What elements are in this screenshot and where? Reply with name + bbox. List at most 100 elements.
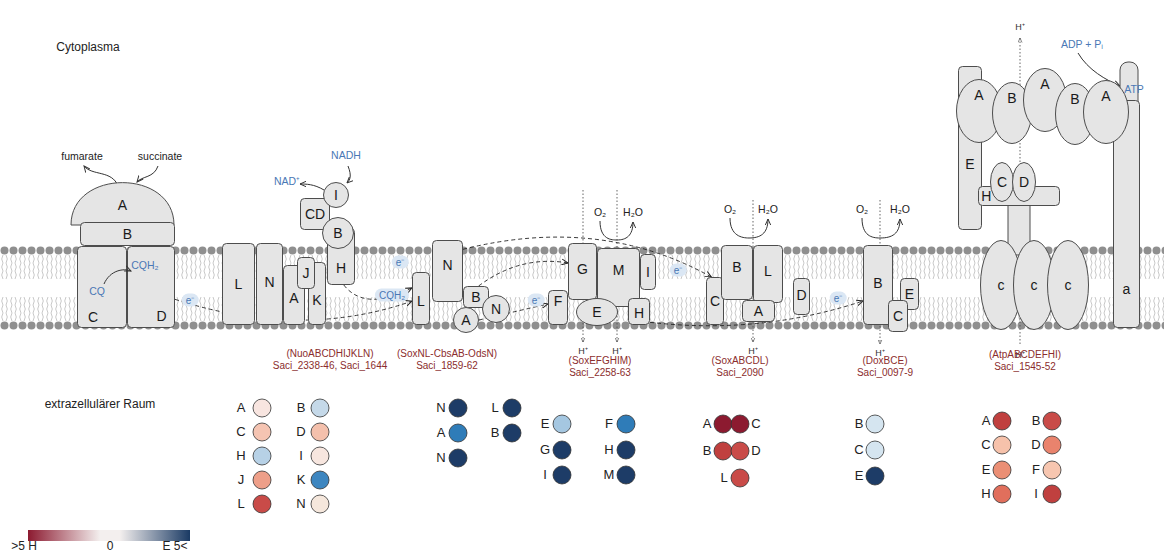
subunit-shape [743, 301, 775, 322]
subunit-letter: D [156, 309, 166, 323]
subunit-key: I [543, 468, 547, 482]
subunit-key: D [296, 425, 305, 439]
subunit-shape [323, 218, 354, 249]
subunit-ellipse: N [482, 295, 510, 323]
gene-cluster-title: (DoxBCE) [862, 355, 907, 366]
subunit-shape [324, 183, 349, 208]
subunit-shape [454, 308, 479, 333]
subunit-key: C [981, 438, 990, 452]
subunit-shape [1013, 163, 1036, 202]
subunit-letter: N [442, 258, 452, 272]
subunit-key: H [236, 449, 245, 463]
gene-cluster-title: Saci_2090 [716, 367, 763, 378]
subunit-letter: I [646, 265, 650, 279]
text-label: ATP [1124, 84, 1144, 96]
gene-cluster-title: (SoxNL-CbsAB-OdsN) [397, 348, 497, 359]
subunit-shape [413, 273, 430, 325]
subunit-letter: B [873, 276, 882, 290]
subunit-box: N [256, 243, 283, 325]
subunit-ellipse: C [990, 162, 1014, 202]
gene-cluster-title: (SoxEFGHIM) [569, 355, 632, 366]
subunit-letter: E [965, 157, 974, 171]
subunit-key: F [1032, 463, 1040, 477]
subunit-box: I [640, 254, 656, 290]
subunit-letter: B [1070, 92, 1079, 106]
subunit-letter: J [303, 266, 310, 280]
subunit-letter: D [796, 288, 806, 302]
subunit-key: C [751, 417, 760, 431]
subunit-letter: B [333, 226, 342, 240]
subunit-shape [598, 249, 640, 307]
subunit-key: M [604, 468, 615, 482]
legend-swatch [100, 530, 120, 541]
subunit-box: H [628, 298, 650, 325]
subunit-key: H [981, 487, 990, 501]
subunit-letter: G [577, 262, 588, 276]
subunit-box: B [721, 245, 753, 300]
text-label: CQ [89, 286, 105, 298]
subunit-key: D [751, 444, 760, 458]
text-label: succinate [138, 151, 182, 163]
subunit-box: N [432, 240, 463, 302]
text-label: H₂O [758, 204, 778, 216]
subunit-box: A [742, 300, 775, 322]
text-label: NADH [331, 150, 361, 162]
subunit-letter: K [312, 293, 321, 307]
subunit-box: F [548, 290, 568, 325]
subunit-box: L [412, 272, 430, 325]
proton-paths [583, 38, 1020, 344]
subunit-box: B [80, 222, 175, 246]
subunit-key: I [299, 449, 303, 463]
text-label: CQH₂ [131, 260, 158, 272]
heatmap-cells [253, 399, 1061, 513]
subunit-box: J [297, 257, 315, 289]
subunit-shape [78, 247, 127, 328]
subunit-shape [433, 241, 463, 302]
subunit-letter: L [417, 294, 425, 308]
subunit-key: F [605, 417, 613, 431]
subunit-shape [754, 246, 783, 303]
subunit-key: A [703, 417, 712, 431]
subunit-box: D [127, 246, 175, 328]
subunit-ellipse: A [453, 307, 479, 333]
subunit-shape [483, 296, 510, 323]
text-label: e⁻ [182, 294, 199, 307]
subunit-letter: H [336, 261, 346, 275]
subunit-key: B [855, 417, 864, 431]
subunit-key: A [237, 401, 246, 415]
subunit-letter: B [471, 290, 480, 304]
subunit-shape [722, 246, 753, 300]
subunit-box: L [753, 245, 783, 303]
subunit-key: E [541, 417, 550, 431]
text-label: e⁻ [528, 294, 545, 307]
subunit-key: L [491, 401, 498, 415]
subunit-shape [889, 301, 908, 332]
subunit-letter: A [461, 313, 470, 327]
subunit-ellipse: c [1047, 240, 1089, 330]
text-label: e⁻ [392, 256, 409, 269]
subunit-outline [127, 246, 175, 328]
subunit-letter: L [764, 264, 772, 278]
subunit-shape [549, 291, 568, 325]
subunit-shape [1048, 241, 1089, 330]
subunit-shape [1084, 81, 1129, 144]
subunit-key: B [297, 401, 306, 415]
subunit-shape [991, 163, 1014, 202]
subunit-shape [629, 299, 650, 325]
subunit-letter: c [998, 278, 1005, 292]
text-label: H⁺ [1015, 23, 1025, 33]
gene-cluster-title: Saci_2258-63 [569, 367, 631, 378]
gene-cluster-title: Saci_0097-9 [857, 367, 913, 378]
subunit-key: N [296, 497, 305, 511]
subunit-ellipse: I [323, 182, 349, 208]
subunit-letter: M [613, 263, 625, 277]
reaction-arrows [84, 53, 1120, 240]
text-label: e⁻ [670, 264, 687, 277]
subunit-shape [641, 255, 656, 290]
subunit-letter: N [491, 302, 501, 316]
subunit-shape [223, 244, 255, 325]
subunit-box: D [793, 278, 810, 315]
subunit-letter: B [1007, 91, 1016, 105]
